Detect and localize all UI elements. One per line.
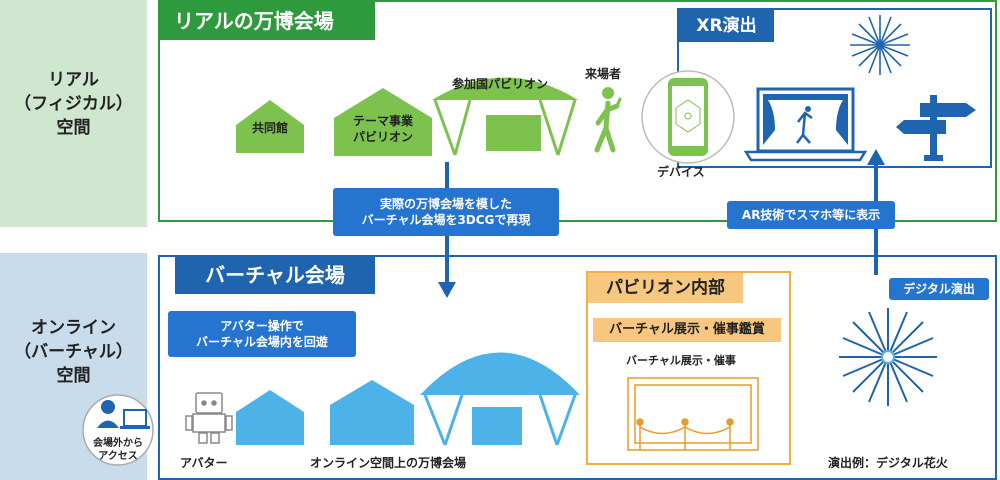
access-label: 会場外から アクセス (93, 438, 143, 462)
xr-title: XR演出 (679, 10, 774, 42)
theme-pavilion-label: テーマ事業 パビリオン (352, 114, 413, 144)
signpost-icon (896, 95, 976, 161)
online-building-2-icon (330, 380, 414, 445)
exhibit-caption: バーチャル展示・催事 (626, 354, 736, 367)
online-building-1-icon (236, 390, 304, 445)
online-venue-label: オンライン空間上の万博会場 (310, 456, 467, 470)
online-space-label: オンライン （バーチャル） 空間 (14, 318, 133, 386)
smartphone-icon (641, 70, 735, 164)
online-building-3-icon (420, 352, 580, 446)
real-space-band: リアル （フィジカル） 空間 (0, 0, 147, 227)
real-venue-frame (158, 0, 997, 222)
pavilion-frame (586, 271, 791, 465)
exhibition-stage-icon (627, 377, 759, 451)
device-label: デバイス (657, 165, 705, 179)
online-venue-frame (158, 255, 997, 480)
ar-display-callout: AR技術でスマホ等に表示 (727, 201, 895, 229)
pavilion-title: パビリオン内部 (588, 273, 743, 303)
access-user-icon (82, 394, 154, 466)
sanka-pavilion-label: 参加国パビリオン (452, 77, 549, 91)
avatar-label: アバター (180, 456, 228, 470)
exhibit-tag: バーチャル展示・催事鑑賞 (593, 318, 781, 342)
fireworks-caption: 演出例：デジタル花火 (828, 456, 948, 470)
real-space-label: リアル （フィジカル） 空間 (14, 70, 133, 138)
online-space-band: オンライン （バーチャル） 空間 (0, 253, 147, 480)
kyodo-label: 共同館 (251, 121, 288, 135)
digital-effect-callout: デジタル演出 (889, 278, 989, 300)
online-venue-title: バーチャル会場 (175, 257, 375, 294)
avatar-robot-icon (185, 392, 233, 444)
avatar-note-callout: アバター操作で バーチャル会場内を回遊 (168, 311, 356, 357)
theme-pavilion-icon (334, 88, 432, 156)
visitor-icon (594, 87, 622, 153)
xr-fireworks-icon (850, 15, 910, 75)
visitor-label: 来場者 (585, 67, 622, 81)
real-venue-title: リアルの万博会場 (160, 2, 375, 40)
recreate-3dcg-callout: 実際の万博会場を模した バーチャル会場を3DCGで再現 (333, 188, 559, 236)
laptop-icon (743, 87, 868, 162)
kyodo-building-icon (236, 100, 304, 153)
sanka-pavilion-icon (432, 77, 578, 156)
digital-fireworks-icon (839, 308, 937, 406)
